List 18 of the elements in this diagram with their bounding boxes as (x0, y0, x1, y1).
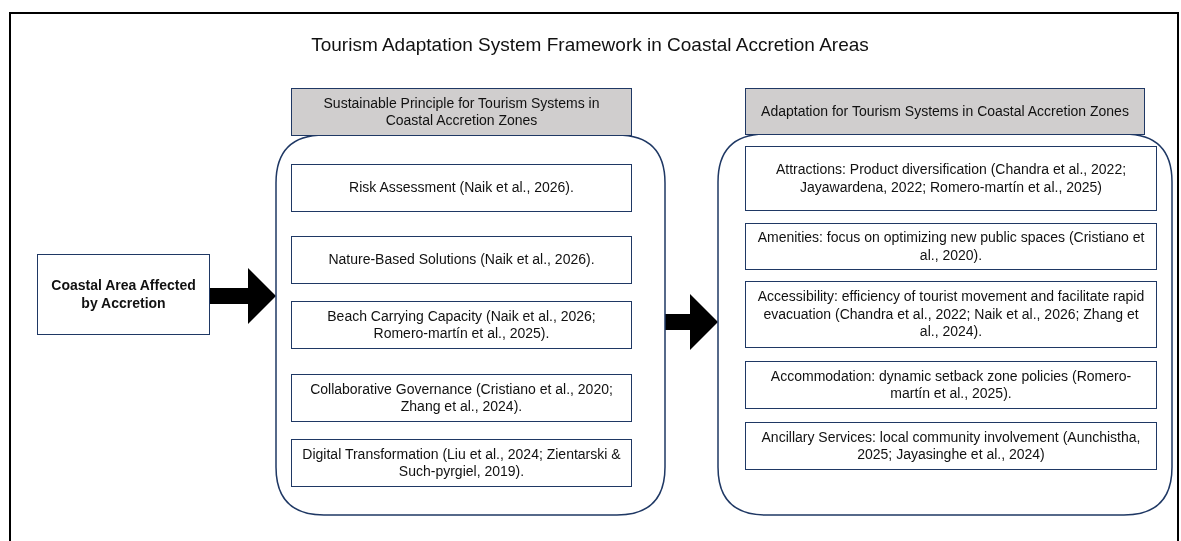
block-arrow (210, 268, 276, 324)
text-box: Digital Transformation (Liu et al., 2024; Zientarski & Such-pyrgiel, 2019). (291, 439, 632, 487)
text-box: Accommodation: dynamic setback zone policies (Romero-martín et al., 2025). (745, 361, 1157, 409)
diagram-title: Tourism Adaptation System Framework in Coastal Accretion Areas (310, 34, 870, 56)
text-box: Ancillary Services: local community involvement (Aunchistha, 2025; Jayasinghe et al., 2024) (745, 422, 1157, 470)
text-box: Risk Assessment (Naik et al., 2026). (291, 164, 632, 212)
rounded-panel (718, 88, 1172, 515)
text-box: Attractions: Product diversification (Chandra et al., 2022; Jayawardena, 2022; Romero-martín et al., 2025) (745, 146, 1157, 211)
text-box: Nature-Based Solutions (Naik et al., 2026). (291, 236, 632, 284)
rounded-panel (276, 88, 665, 515)
text-box: Coastal Area Affected by Accretion (37, 254, 210, 335)
block-arrow (665, 294, 718, 350)
text-box: Accessibility: efficiency of tourist movement and facilitate rapid evacuation (Chandra et al., 2022; Naik et al., 2026; Zhang et al., 2024). (745, 281, 1157, 348)
text-box: Beach Carrying Capacity (Naik et al., 2026; Romero-martín et al., 2025). (291, 301, 632, 349)
panel-heading: Sustainable Principle for Tourism Systems in Coastal Accretion Zones (291, 88, 632, 136)
text-box: Amenities: focus on optimizing new public spaces (Cristiano et al., 2020). (745, 223, 1157, 270)
text-box: Collaborative Governance (Cristiano et al., 2020; Zhang et al., 2024). (291, 374, 632, 422)
panel-heading: Adaptation for Tourism Systems in Coastal Accretion Zones (745, 88, 1145, 135)
